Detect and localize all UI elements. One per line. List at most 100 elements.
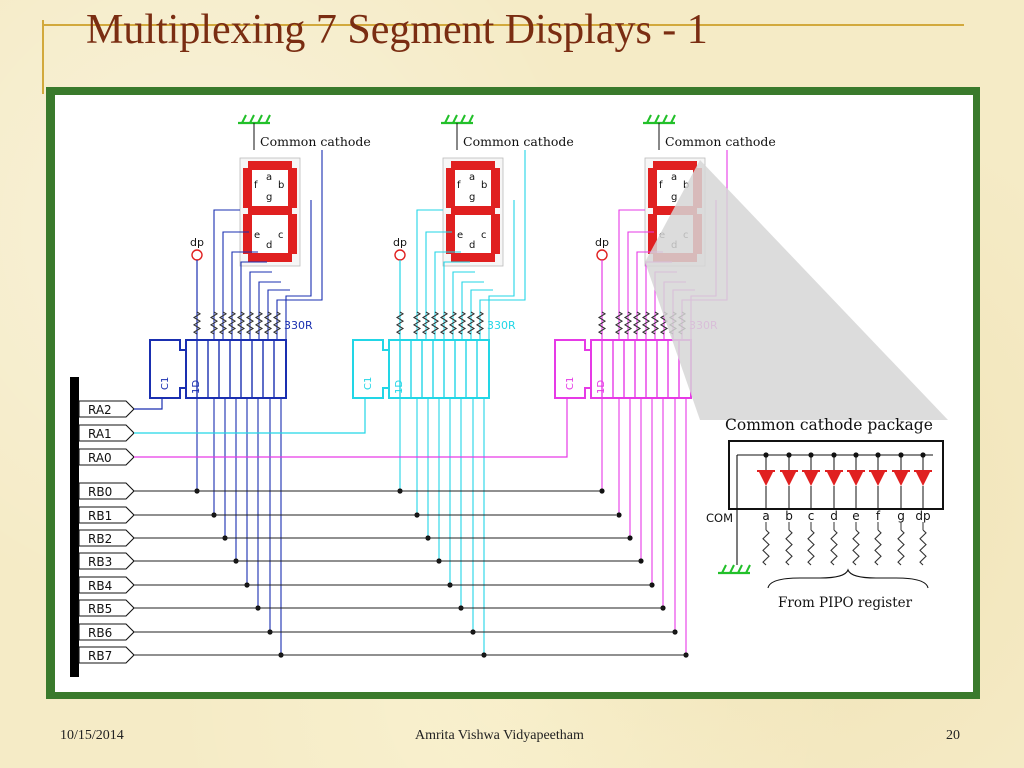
segment-wire <box>231 251 258 340</box>
port-pin-rb6: RB6 <box>78 623 135 641</box>
ground-hatch <box>468 114 474 124</box>
segment-label: d <box>266 240 272 251</box>
segment-wire <box>452 271 475 340</box>
resistor <box>236 311 246 335</box>
footer-organization: Amrita Vishwa Vidyapeetham <box>415 728 584 743</box>
pin-resistor <box>762 529 770 566</box>
common-cathode-label: Common cathode <box>260 134 371 149</box>
segment-gap-top <box>252 170 288 206</box>
pin-resistor <box>874 529 882 566</box>
pin-resistor <box>919 529 927 566</box>
segment-wire <box>240 261 267 340</box>
segment-label: b <box>278 180 284 191</box>
segment-label: f <box>457 180 461 191</box>
ground-hatch <box>249 114 255 124</box>
junction-dot <box>638 558 644 564</box>
package-led: d <box>825 452 843 566</box>
junction-dot <box>616 512 622 518</box>
segment-gap-bottom <box>252 215 288 253</box>
ground-icon <box>238 114 271 125</box>
resistor <box>209 311 219 335</box>
pin-resistor <box>785 529 793 566</box>
ground-hatch <box>460 114 466 124</box>
port-pin-rb1: RB1 <box>78 506 135 524</box>
port-pin-ra0: RA0 <box>78 448 135 466</box>
ground-hatch <box>654 114 660 124</box>
segment-e <box>446 214 455 254</box>
segment-wire <box>213 209 240 340</box>
port-bar <box>70 377 79 677</box>
resistor <box>395 311 405 335</box>
segment-label: e <box>457 230 463 241</box>
segment-label: b <box>481 180 487 191</box>
ground-icon <box>718 564 751 575</box>
segment-label: f <box>254 180 258 191</box>
segment-label: g <box>469 192 475 203</box>
port-pin-shape <box>78 623 135 641</box>
pin-resistor <box>852 529 860 566</box>
port-pin-shape <box>78 552 135 570</box>
dp-indicator <box>394 249 406 261</box>
common-cathode-label: Common cathode <box>665 134 776 149</box>
latch-data-label: 1D <box>596 380 607 394</box>
port-pin-shape <box>78 529 135 547</box>
package-led: b <box>780 452 798 566</box>
segment-b <box>491 168 500 208</box>
package-pin-label: f <box>876 509 881 523</box>
dp-indicator <box>596 249 608 261</box>
led-diode-icon <box>758 470 774 486</box>
segment-label: d <box>469 240 475 251</box>
segment-label: e <box>254 230 260 241</box>
segment-label: a <box>469 172 475 183</box>
package-pin-label: b <box>785 509 793 523</box>
resistor <box>597 311 607 335</box>
port-pin-ra2: RA2 <box>78 400 135 418</box>
segment-wire <box>222 231 249 340</box>
port-pin-rb0: RB0 <box>78 482 135 500</box>
package-title: Common cathode package <box>725 416 933 434</box>
package-pin-label: e <box>852 509 859 523</box>
latch-data-label: 1D <box>394 380 405 394</box>
pin-resistor <box>897 529 905 566</box>
latch-data-label: 1D <box>191 380 202 394</box>
resistor <box>227 311 237 335</box>
resistor <box>466 311 476 335</box>
package-led: c <box>802 452 820 566</box>
port-pin-shape <box>78 599 135 617</box>
port-pin-rb2: RB2 <box>78 529 135 547</box>
latch-register: C1 1D <box>554 339 692 399</box>
resistor <box>430 311 440 335</box>
resistor <box>412 311 422 335</box>
segment-wire <box>258 281 281 340</box>
latch-data-block <box>590 339 692 399</box>
ground-icon <box>441 114 474 125</box>
segment-a <box>248 161 292 170</box>
common-cathode-label: Common cathode <box>463 134 574 149</box>
package-led: a <box>757 452 775 566</box>
led-diode-icon <box>803 470 819 486</box>
resistor <box>439 311 449 335</box>
package-led: dp <box>914 452 932 566</box>
resistor <box>614 311 624 335</box>
port-pin-shape <box>78 482 135 500</box>
junction-dot <box>599 488 605 494</box>
segment-label: c <box>481 230 487 241</box>
package-pin-label: d <box>830 509 838 523</box>
segment-f <box>648 168 657 208</box>
ground-hatch <box>662 114 668 124</box>
port-pin-rb7: RB7 <box>78 646 135 664</box>
port-pin-label: RA2 <box>88 403 112 417</box>
resistor <box>650 311 660 335</box>
segment-g <box>248 206 292 215</box>
latch-clock-label: C1 <box>565 377 576 390</box>
clock-wire <box>134 398 163 410</box>
pin-resistor <box>830 529 838 566</box>
port-pin-label: RB4 <box>88 579 112 593</box>
ground-hatch <box>737 564 743 574</box>
